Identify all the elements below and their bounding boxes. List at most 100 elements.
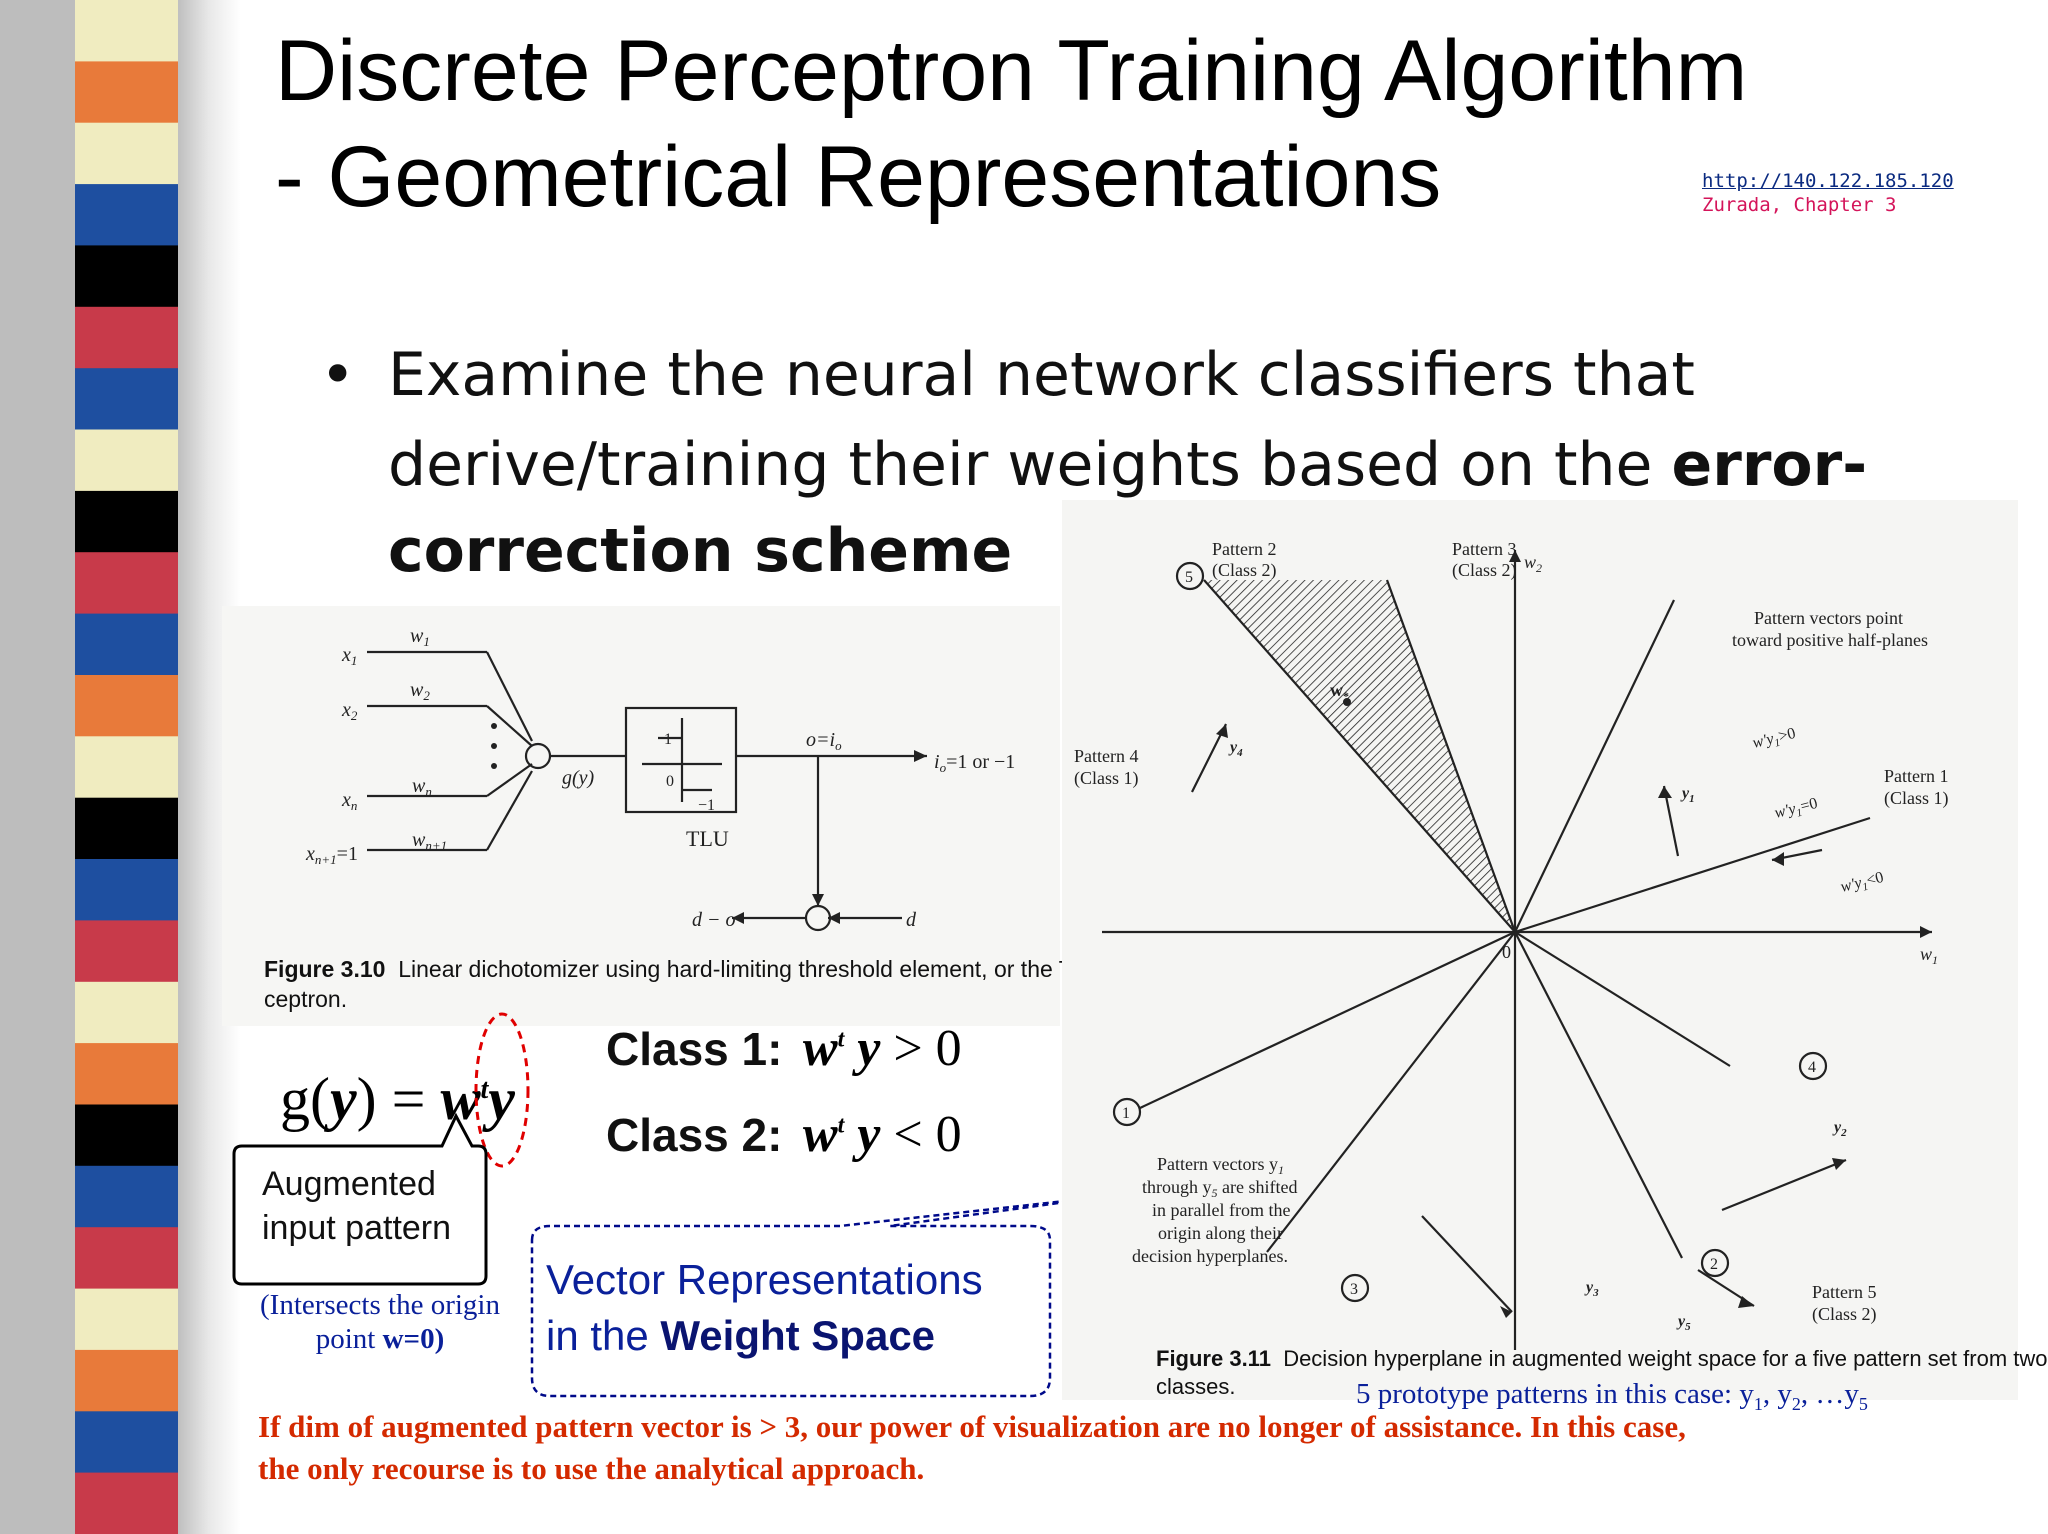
- fig310-wn-label: wn: [412, 775, 432, 799]
- fig310-x1-label: x1: [341, 644, 357, 668]
- y5-label: y5: [1676, 1313, 1691, 1333]
- pattern1-label: Pattern 1: [1884, 766, 1949, 786]
- y1-label: y1: [1680, 785, 1695, 805]
- figure-3-11-caption-text: Decision hyperplane in augmented weight …: [1283, 1346, 2048, 1371]
- vector-rep-callout-shape: [530, 1194, 1111, 1398]
- axis-w2-label: w2: [1524, 552, 1542, 575]
- note-mid-line3: in parallel from the: [1152, 1200, 1290, 1220]
- figure-3-10-caption-2: ceptron.: [264, 986, 348, 1012]
- fig310-zero: 0: [666, 773, 674, 790]
- stripe-band: [75, 1288, 180, 1351]
- decorative-stripe: [0, 0, 240, 1534]
- slide-title-line2: - Geometrical Representations: [275, 129, 1442, 225]
- fig310-gy-label: g(y): [562, 767, 595, 789]
- bottom-note: If dim of augmented pattern vector is > …: [258, 1406, 2008, 1490]
- figure-3-11-scan: Pattern 2 (Class 2) Pattern 3 (Class 2) …: [1062, 500, 2048, 1400]
- stripe-band: [75, 490, 180, 553]
- fig310-xn-label: xn: [341, 789, 357, 813]
- stripe-band: [75, 306, 180, 369]
- figure-3-11-caption-2: classes.: [1156, 1374, 1236, 1399]
- note-mid-line1: Pattern vectors y1: [1157, 1154, 1284, 1177]
- class2-inequality: Class 2: wt y < 0: [606, 1106, 962, 1163]
- figure-3-10-diagram: x1 x2 xn xn+1=1 w1 w2 wn wn+1 g(y) o=io …: [305, 625, 1015, 932]
- note-top-line1: Pattern vectors point: [1754, 608, 1903, 628]
- source-url-link[interactable]: http://140.122.185.120: [1702, 170, 1954, 192]
- intersects-line2: point w=0): [315, 1323, 445, 1355]
- stripe-band: [75, 368, 180, 431]
- circle-label-4: 4: [1808, 1059, 1816, 1076]
- class2-label: Class 2:: [606, 1109, 783, 1161]
- stripe-band: [75, 0, 180, 62]
- stripe-band: [75, 184, 180, 246]
- figure-3-10-scan: x1 x2 xn xn+1=1 w1 w2 wn wn+1 g(y) o=io …: [222, 606, 1220, 1026]
- pattern1-class: (Class 1): [1884, 788, 1949, 809]
- stripe-band: [75, 981, 180, 1044]
- figure-3-10-caption-label: Figure 3.10: [264, 956, 386, 982]
- note-mid-line5: decision hyperplanes.: [1132, 1246, 1288, 1266]
- bullet-line-2-bold: error-: [1671, 430, 1868, 500]
- circle-label-2: 2: [1710, 1256, 1718, 1273]
- circle-label-3: 3: [1350, 1281, 1358, 1298]
- stripe-band: [75, 920, 180, 983]
- stripe-band: [75, 859, 180, 921]
- figure-3-11-caption: Figure 3.11 Decision hyperplane in augme…: [1156, 1346, 2048, 1372]
- fig310-w1-label: w1: [410, 625, 430, 649]
- stripe-band: [75, 797, 180, 860]
- stripe-band: [75, 122, 180, 185]
- stripe-band: [75, 245, 180, 308]
- pattern5-label: Pattern 5: [1812, 1282, 1877, 1302]
- note-mid-line4: origin along their: [1158, 1223, 1283, 1243]
- bullet-line-3: correction scheme: [388, 516, 1013, 586]
- fig310-wn1-label: wn+1: [412, 829, 447, 853]
- axis-w1-label: w1: [1920, 944, 1938, 967]
- bottom-note-line1: If dim of augmented pattern vector is > …: [258, 1409, 1686, 1444]
- y3-label: y3: [1584, 1279, 1599, 1299]
- prototype-note-text: 5 prototype patterns in this case: y: [1356, 1378, 1754, 1410]
- stripe-band: [75, 675, 180, 737]
- y4-label: y4: [1228, 739, 1243, 759]
- intersects-line1: (Intersects the origin: [260, 1289, 500, 1321]
- fig310-o-label: o=io: [806, 729, 842, 753]
- note-mid-line2: through y5 are shifted: [1142, 1177, 1297, 1200]
- bottom-note-line2: the only recourse is to use the analytic…: [258, 1451, 925, 1486]
- y2-label: y2: [1832, 1119, 1847, 1139]
- bullet-dot-icon: •: [320, 340, 356, 410]
- note-top-line2: toward positive half-planes: [1732, 630, 1928, 650]
- intersects-origin-note: (Intersects the origin point w=0): [240, 1288, 520, 1356]
- origin-label: 0: [1502, 942, 1511, 962]
- pattern2-class: (Class 2): [1212, 560, 1277, 581]
- ineq-positive-label: w'y1>0: [1751, 725, 1798, 755]
- stripe-band: [75, 1165, 180, 1228]
- vector-rep-text: Vector Representations in the Weight Spa…: [546, 1252, 983, 1364]
- pattern3-class: (Class 2): [1452, 560, 1517, 581]
- pattern2-label: Pattern 2: [1212, 539, 1277, 559]
- fig310-one: 1: [664, 731, 672, 748]
- source-reference: Zurada, Chapter 3: [1702, 194, 1897, 216]
- class1-label: Class 1:: [606, 1023, 783, 1075]
- figure-3-11-diagram: Pattern 2 (Class 2) Pattern 3 (Class 2) …: [1074, 539, 1949, 1350]
- prototype-patterns-note: 5 prototype patterns in this case: y1, y…: [1356, 1378, 1868, 1414]
- pattern4-label: Pattern 4: [1074, 746, 1139, 766]
- fig310-tlu-label: TLU: [686, 826, 729, 851]
- ineq-negative-label: w'y1<0: [1839, 869, 1886, 899]
- stripe-band: [75, 429, 180, 492]
- stripe-band: [75, 552, 180, 615]
- w-star-label: w*: [1330, 680, 1349, 703]
- stripe-band: [75, 736, 180, 799]
- red-dashed-ellipse: [474, 1012, 530, 1168]
- stripe-band: [75, 1227, 180, 1290]
- bullet-line-2-text: derive/training their weights based on t…: [388, 430, 1672, 500]
- circle-label-1: 1: [1122, 1105, 1130, 1122]
- fig310-i-label: io=1 or −1: [934, 751, 1015, 775]
- stripe-band: [75, 1472, 180, 1534]
- pattern3-label: Pattern 3: [1452, 539, 1517, 559]
- vector-rep-line2: in the Weight Space: [546, 1312, 936, 1359]
- bullet-line-1: Examine the neural network classifiers t…: [388, 340, 1695, 410]
- augmented-callout-shape: [232, 1112, 488, 1286]
- class1-inequality: Class 1: wt y > 0: [606, 1020, 962, 1077]
- stripe-band: [75, 1104, 180, 1167]
- pattern5-class: (Class 2): [1812, 1304, 1877, 1325]
- fig310-d-minus-o: d − o: [692, 909, 736, 931]
- augmented-callout-line2: input pattern: [262, 1209, 452, 1247]
- fig310-xn1-label: xn+1=1: [305, 843, 358, 867]
